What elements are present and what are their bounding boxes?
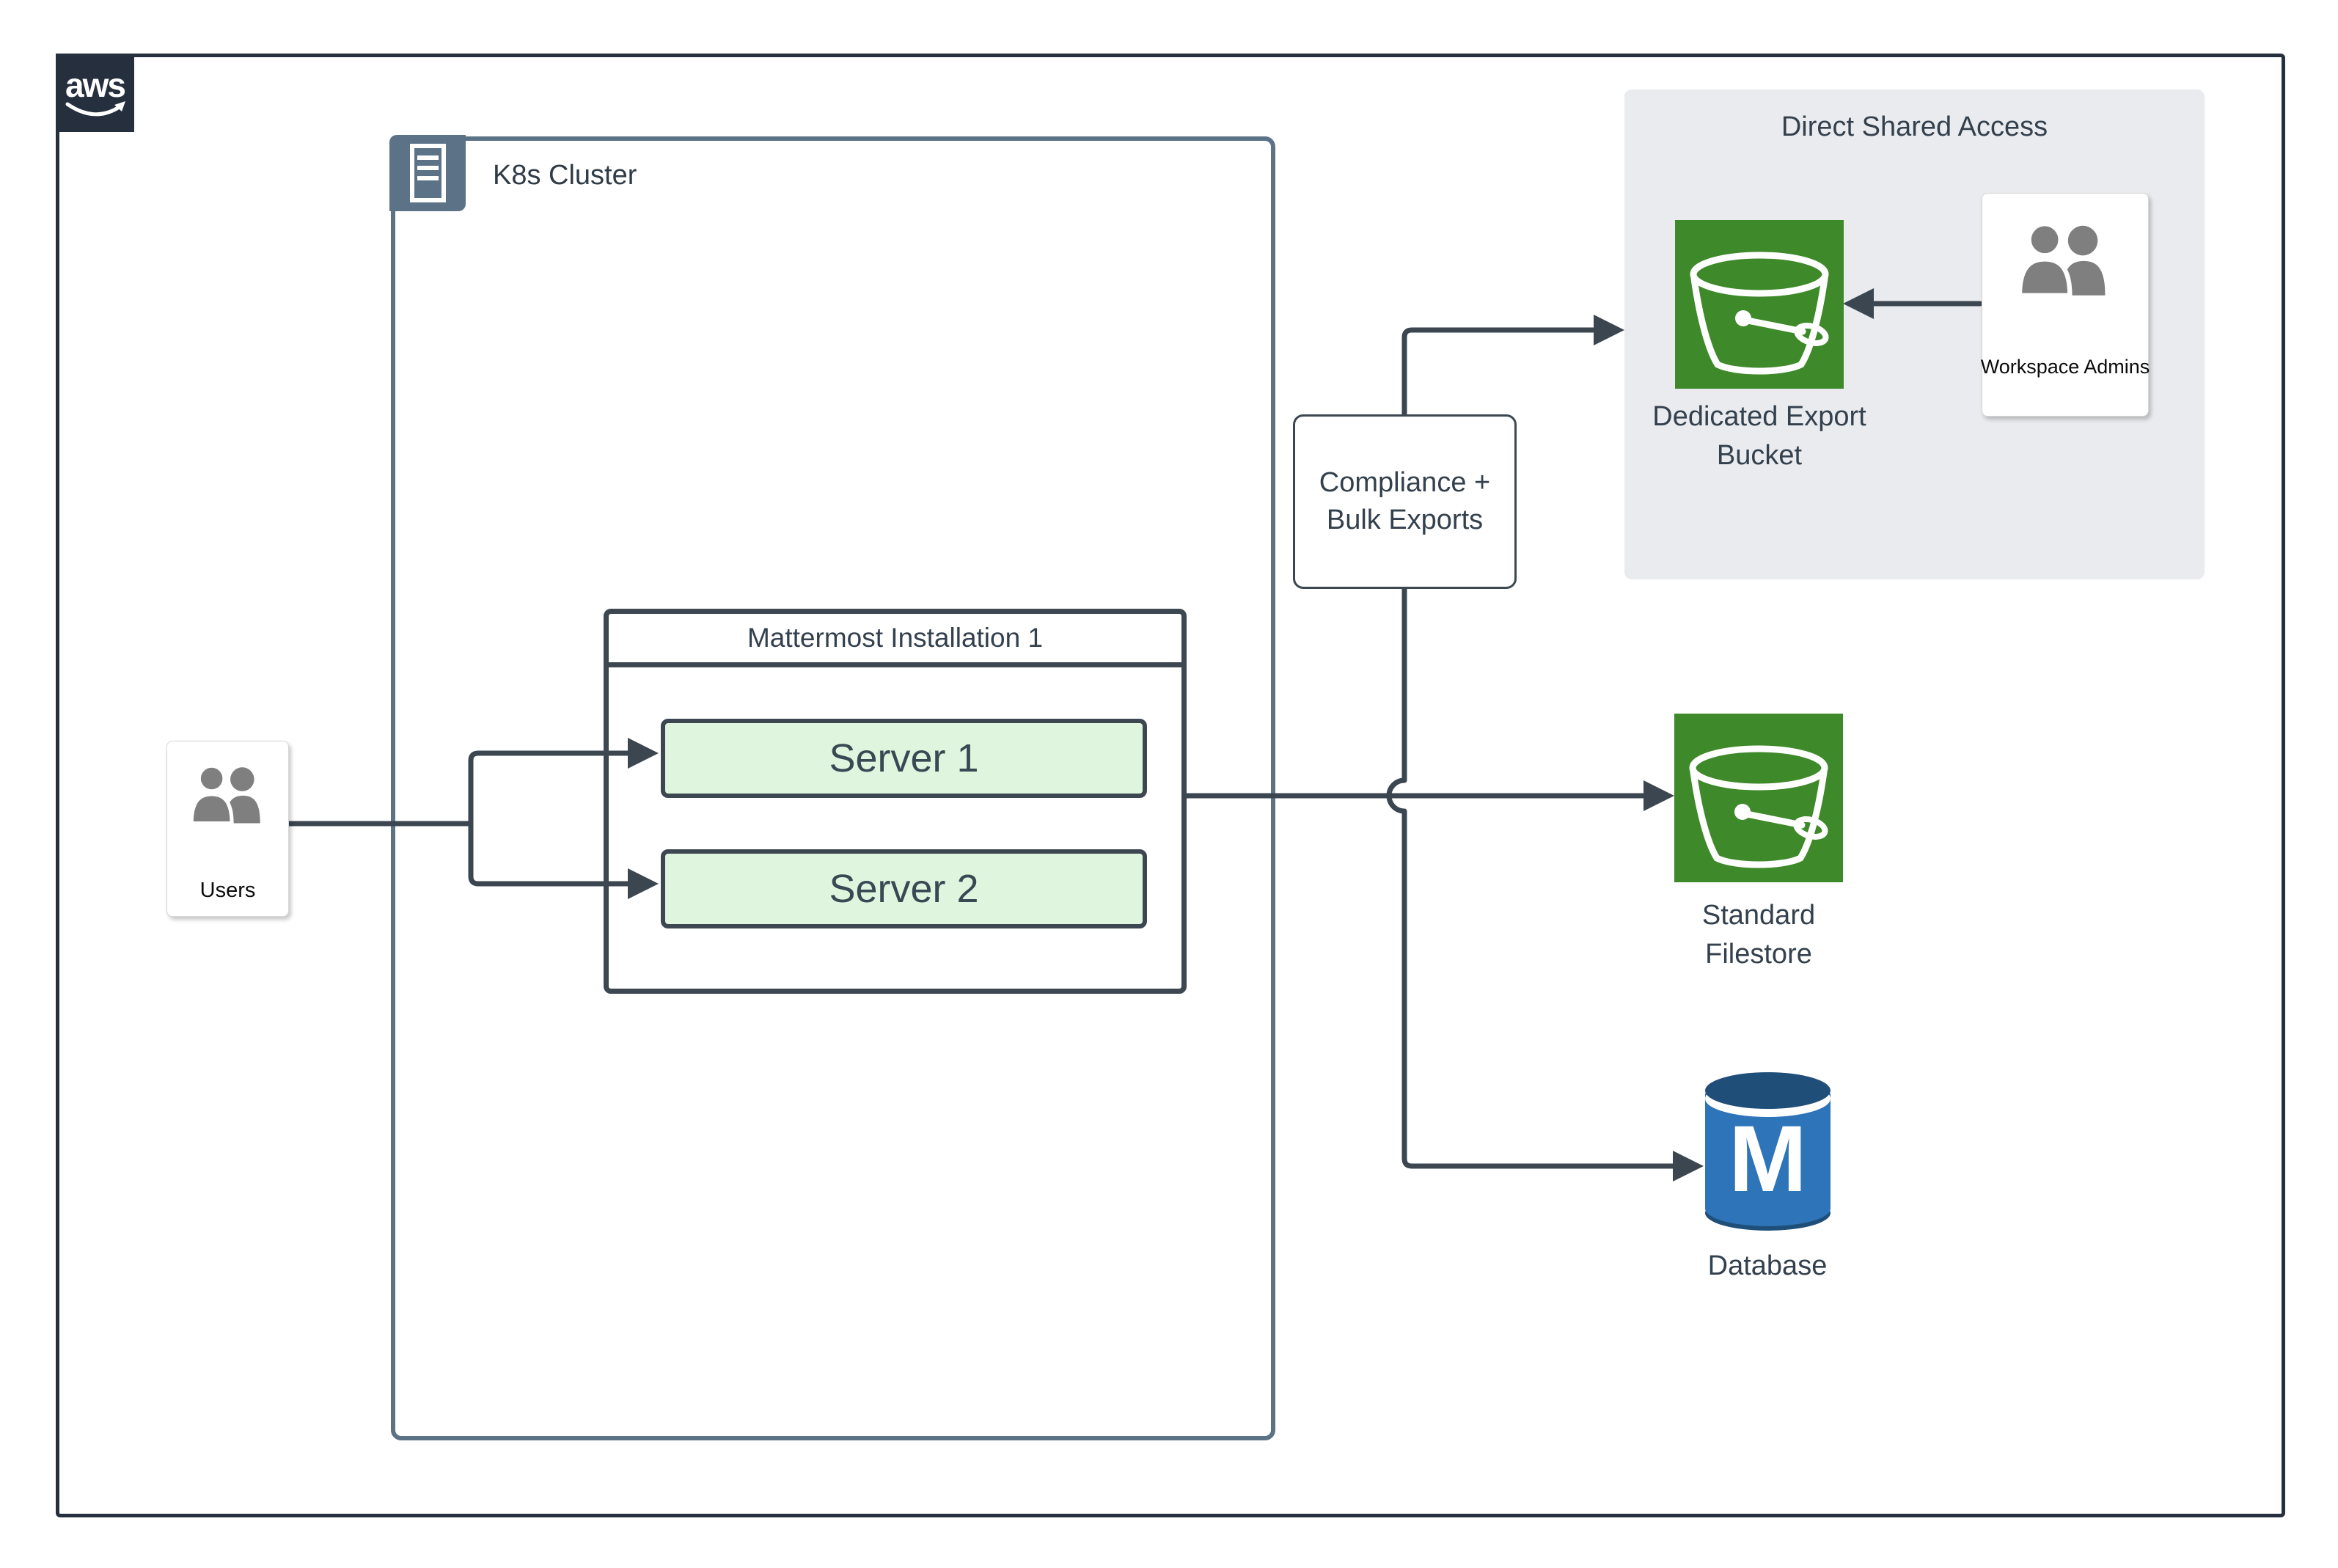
compliance-label-line1: Compliance +: [1319, 466, 1491, 498]
server-2-node: Server 2: [661, 849, 1147, 928]
workspace-admins-label: Workspace Admins: [1980, 356, 2150, 378]
aws-logo-text: aws: [65, 65, 126, 104]
server-1-node: Server 1: [661, 719, 1147, 798]
k8s-cluster-box: [391, 136, 1275, 1440]
workspace-admins-node: Workspace Admins: [1980, 193, 2150, 417]
k8s-cluster-badge: [389, 135, 466, 211]
server-rack-icon: [410, 144, 446, 202]
direct-shared-access-title: Direct Shared Access: [1781, 111, 2048, 142]
mattermost-installation-box: Mattermost Installation 1 Server 1 Serve…: [604, 609, 1187, 994]
database-letter: M: [1729, 1107, 1807, 1212]
aws-cloud-border: [56, 54, 2285, 1517]
standard-filestore-icon: [1674, 714, 1843, 882]
database-cylinder-icon: M: [1705, 1071, 1831, 1233]
workspace-admins-icon: [2009, 221, 2121, 310]
dedicated-export-bucket-icon: [1675, 220, 1844, 389]
aws-logo: aws: [56, 54, 134, 132]
users-node: Users: [166, 741, 289, 917]
s3-bucket-icon: [1689, 745, 1828, 868]
s3-bucket-icon: [1690, 252, 1829, 375]
compliance-label-line2: Bulk Exports: [1326, 505, 1484, 535]
users-label: Users: [199, 879, 256, 902]
mattermost-installation-title: Mattermost Installation 1: [609, 614, 1181, 667]
aws-smile-icon: [65, 100, 125, 116]
users-icon: [183, 763, 273, 836]
standard-filestore-label: Standard Filestore: [1701, 900, 1816, 970]
k8s-cluster-label: K8s Cluster: [493, 160, 637, 191]
database-label: Database: [1707, 1250, 1828, 1281]
compliance-bulk-exports-node: Compliance + Bulk Exports: [1293, 414, 1517, 589]
dedicated-export-bucket-label: Dedicated Export Bucket: [1652, 401, 1866, 472]
